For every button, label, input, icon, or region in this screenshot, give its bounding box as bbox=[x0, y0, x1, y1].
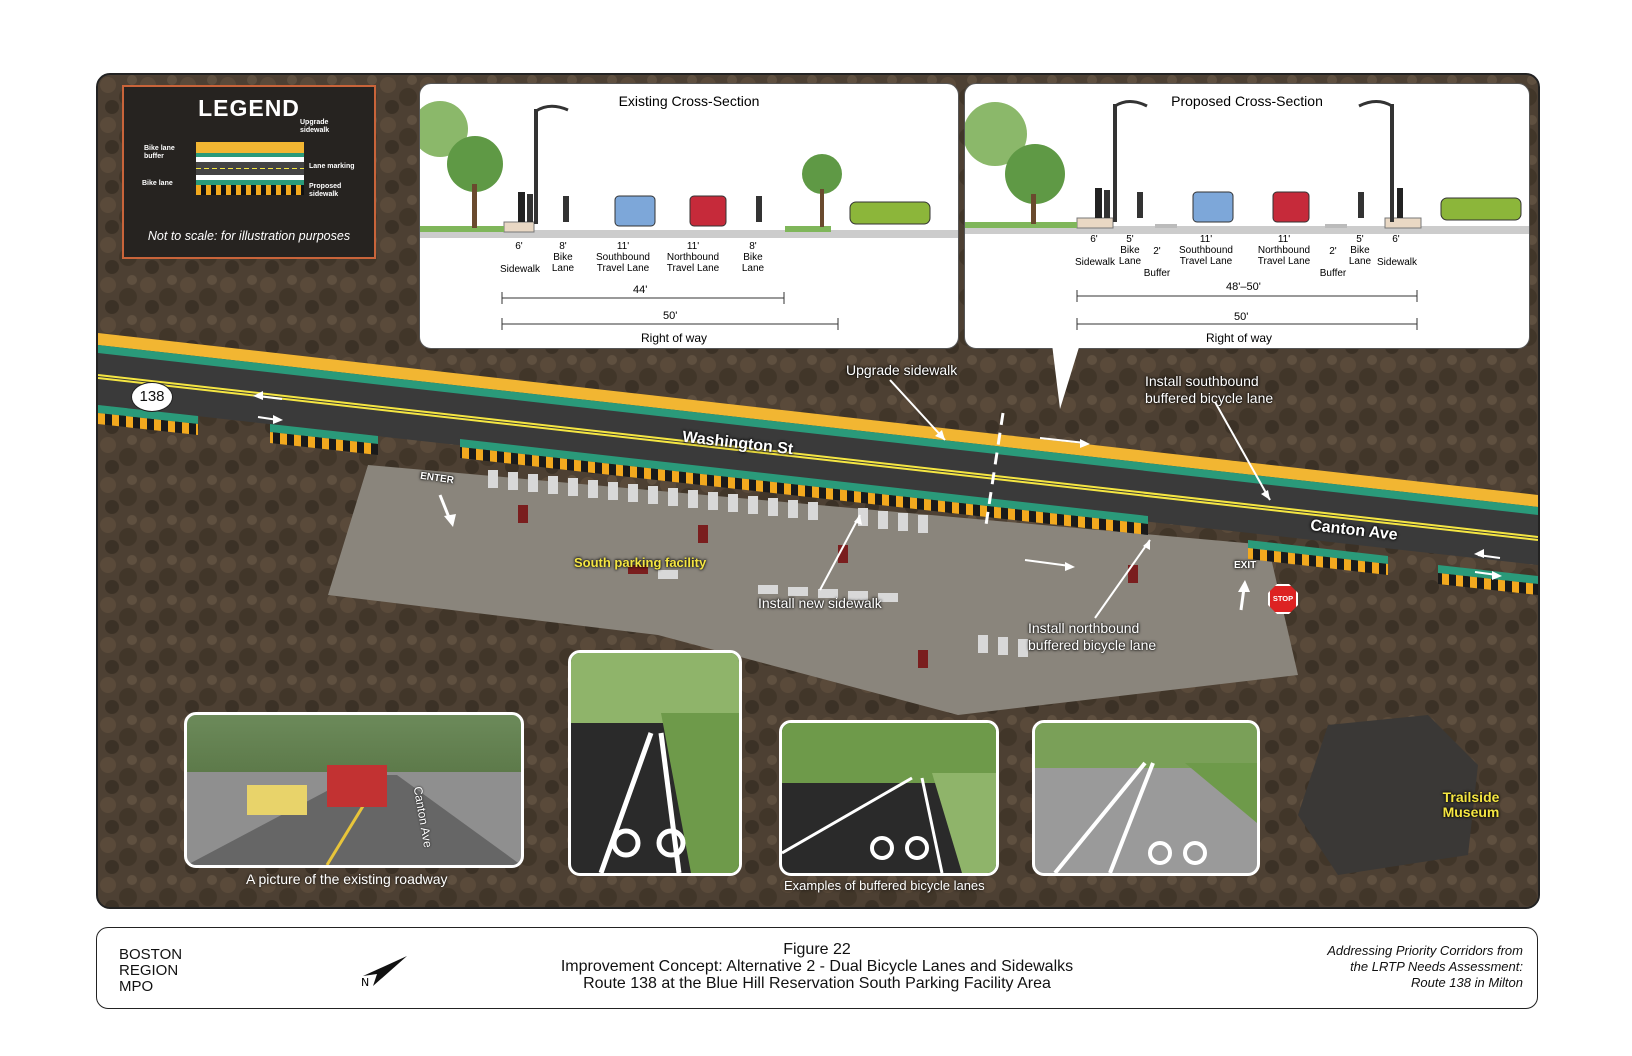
figure-title: Improvement Concept: Alternative 2 - Dua… bbox=[560, 958, 1074, 975]
callout-install-sb: Install southbound buffered bicycle lane bbox=[1145, 373, 1274, 406]
proposed-cross-section-panel: Proposed Cross-Section 6'Sidewalk 5'Bike… bbox=[964, 83, 1530, 349]
proposed-cross-section-title: Proposed Cross-Section bbox=[1171, 93, 1323, 109]
existing-cross-section-panel: Existing Cross-Section 6'Sidewalk 8'Bike… bbox=[419, 83, 959, 349]
legend-note: Not to scale: for illustration purposes bbox=[147, 229, 351, 243]
proposed-sidewalk-strip bbox=[460, 447, 1148, 535]
existing-cross-section-drawing bbox=[420, 101, 958, 238]
proposed-dimension-lines bbox=[1076, 290, 1418, 330]
callout-install-new-sidewalk: Install new sidewalk bbox=[758, 595, 882, 611]
proposed-seg-6-label: Buffer bbox=[1319, 268, 1347, 279]
existing-row-label: Right of way bbox=[640, 331, 708, 345]
existing-dimension-lines bbox=[501, 292, 839, 330]
parking-lot bbox=[328, 465, 1298, 715]
nb-bike-lane-strip bbox=[460, 439, 1148, 524]
bike-lane-photo-3 bbox=[1032, 720, 1260, 876]
bike-lane-photo-2 bbox=[779, 720, 999, 876]
proposed-seg-3-label: Buffer bbox=[1143, 268, 1171, 279]
trailside-museum-label: Trailside Museum bbox=[1442, 789, 1500, 820]
upgrade-sidewalk-strip bbox=[98, 333, 1538, 507]
existing-cross-section-title: Existing Cross-Section bbox=[618, 93, 760, 109]
road-surface bbox=[98, 343, 1538, 565]
callout-upgrade-sidewalk: Upgrade sidewalk bbox=[846, 362, 958, 378]
svg-text:N: N bbox=[361, 976, 369, 988]
cross-section-pointer bbox=[1052, 344, 1080, 409]
proposed-seg-1: 6'Sidewalk bbox=[1075, 234, 1116, 268]
legend-box: LEGEND Upgrade sidewalk Bike lane buffer… bbox=[122, 85, 376, 259]
stop-sign-icon: STOP bbox=[1268, 584, 1298, 614]
figure-number: Figure 22 bbox=[783, 941, 851, 958]
legend-lane-marking: Lane marking bbox=[309, 163, 355, 170]
proposed-row: 50' bbox=[1231, 311, 1252, 323]
callout-install-nb: Install northbound buffered bicycle lane bbox=[1028, 620, 1157, 653]
legend-bike-lane: Bike lane bbox=[142, 180, 173, 187]
bike-lane-photo-1 bbox=[568, 650, 742, 876]
center-line bbox=[98, 374, 1538, 538]
legend-upgrade-sidewalk: Upgrade sidewalk bbox=[300, 119, 330, 134]
legend-title: LEGEND bbox=[198, 95, 300, 121]
figure-title-block: Figure 22 Improvement Concept: Alternati… bbox=[97, 941, 1537, 992]
existing-total: 44' bbox=[630, 284, 651, 296]
existing-roadway-photo-graphic bbox=[187, 765, 521, 865]
legend-swatch bbox=[196, 142, 304, 195]
legend-bike-lane-buffer: Bike lane buffer bbox=[144, 145, 175, 160]
existing-seg-1: 6'Sidewalk bbox=[500, 241, 541, 275]
proposed-cross-section-drawing bbox=[965, 100, 1529, 234]
exit-label: EXIT bbox=[1234, 560, 1257, 571]
south-parking-label: South parking facility bbox=[574, 555, 707, 570]
route-138-shield: 138 bbox=[131, 382, 173, 412]
proposed-row-label: Right of way bbox=[1205, 331, 1273, 345]
proposed-seg-8: 6'Sidewalk bbox=[1377, 234, 1418, 268]
existing-roadway-photo: Canton Ave bbox=[184, 712, 524, 868]
existing-row: 50' bbox=[660, 310, 681, 322]
proposed-total: 48'–50' bbox=[1223, 281, 1264, 293]
legend-proposed-sidewalk: Proposed sidewalk bbox=[309, 183, 342, 198]
north-arrow-icon: N bbox=[361, 956, 407, 988]
proposed-seg-3: 2' bbox=[1153, 246, 1161, 257]
figure-subtitle: Route 138 at the Blue Hill Reservation S… bbox=[583, 975, 1051, 992]
bike-lanes-caption: Examples of buffered bicycle lanes bbox=[784, 878, 985, 893]
existing-roadway-caption: A picture of the existing roadway bbox=[246, 871, 448, 887]
proposed-seg-6: 2' bbox=[1329, 246, 1337, 257]
sb-bike-lane-strip bbox=[98, 345, 1538, 515]
